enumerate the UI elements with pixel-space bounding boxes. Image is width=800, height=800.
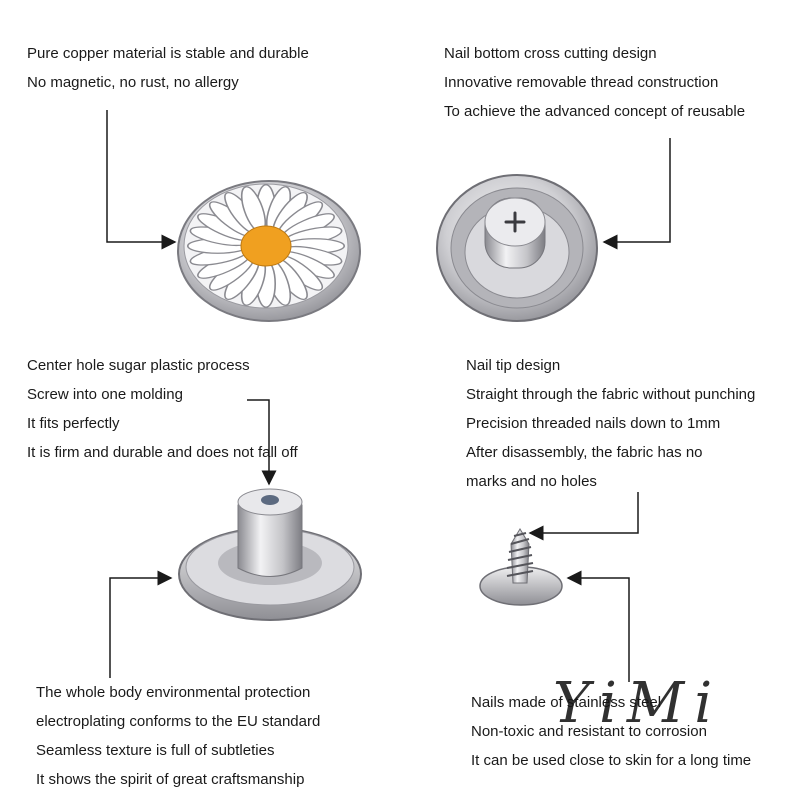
feature-line: Pure copper material is stable and durab… [27,45,309,62]
feature-line: It shows the spirit of great craftsmansh… [36,771,305,788]
feature-line: marks and no holes [466,473,597,490]
feature-line: Seamless texture is full of subtleties [36,742,275,759]
button-back-icon [436,174,598,322]
daisy-button-icon [177,180,361,322]
feature-line: To achieve the advanced concept of reusa… [444,103,746,120]
feature-line: Innovative removable thread construction [444,74,719,91]
feature-line: After disassembly, the fabric has no [466,444,703,461]
feature-line: electroplating conforms to the EU standa… [36,713,321,730]
feature-line: Non-toxic and resistant to corrosion [471,723,707,740]
feature-line: It is firm and durable and does not fall… [27,444,298,461]
feature-line: Screw into one molding [27,386,183,403]
feature-line: Precision threaded nails down to 1mm [466,415,721,432]
feature-line: Nail bottom cross cutting design [444,45,657,62]
rivet-icon [178,488,362,621]
feature-line: Center hole sugar plastic process [27,357,250,374]
feature-line: Nails made of stainless steel [471,694,662,711]
feature-line: The whole body environmental protection [36,684,311,701]
feature-bottom-left: The whole body environmental protection e… [36,678,320,794]
feature-line: It fits perfectly [27,415,120,432]
feature-line: It can be used close to skin for a long … [471,752,752,769]
feature-line: Straight through the fabric without punc… [466,386,756,403]
feature-top-left: Pure copper material is stable and durab… [27,39,309,97]
feature-line: No magnetic, no rust, no allergy [27,74,239,91]
screw-icon [479,528,563,606]
watermark: YiMi [553,671,723,736]
feature-line: Nail tip design [466,357,561,374]
